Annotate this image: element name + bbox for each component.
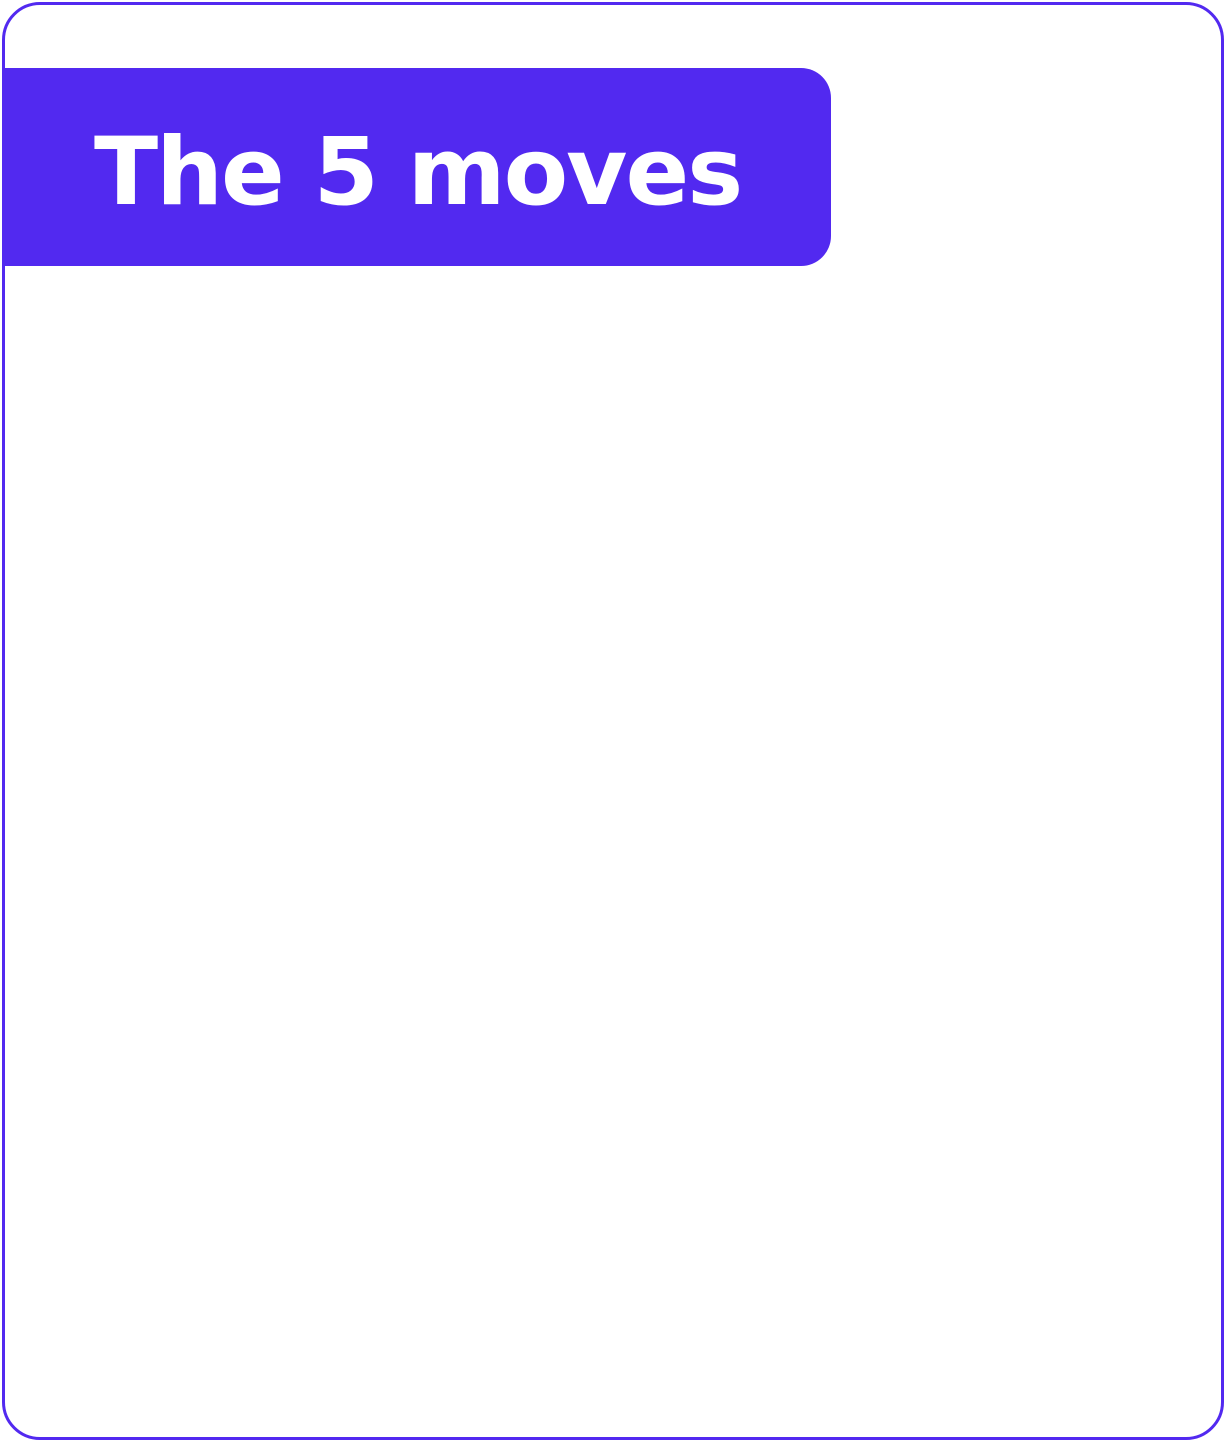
card-title: The 5 moves [94, 118, 743, 227]
title-banner: The 5 moves [5, 68, 831, 266]
